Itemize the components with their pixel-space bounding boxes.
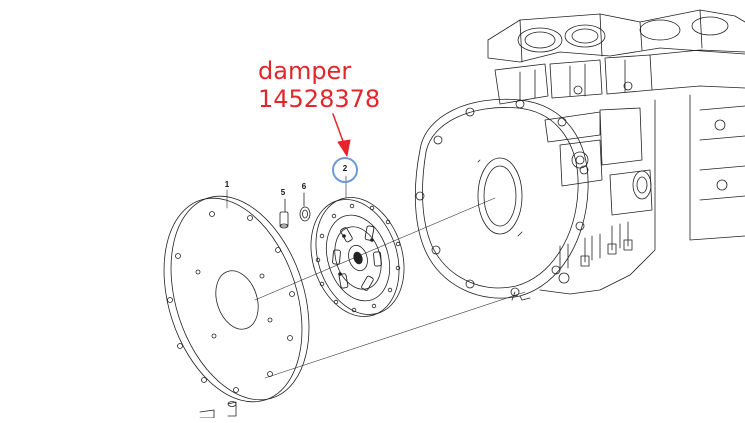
washer bbox=[299, 192, 311, 222]
flywheel-housing bbox=[414, 98, 589, 301]
flywheel-bolt-holes bbox=[167, 211, 295, 393]
engine-block bbox=[487, 9, 745, 295]
annotation-part-number: 14528378 bbox=[258, 85, 381, 113]
damper-disc bbox=[310, 175, 405, 317]
callout-damper: 2 bbox=[342, 164, 348, 173]
callout-flywheel: 1 bbox=[224, 180, 230, 189]
callout-highlight-ring bbox=[332, 157, 358, 183]
callout-washer: 6 bbox=[301, 182, 307, 191]
annotation-part-name: damper bbox=[258, 57, 352, 85]
bolt bbox=[279, 198, 289, 229]
damper-rim-holes bbox=[315, 203, 401, 313]
callout-bolt: 5 bbox=[280, 188, 286, 197]
lower-bolts bbox=[199, 401, 237, 419]
flywheel bbox=[163, 189, 310, 403]
annotation-arrow bbox=[332, 113, 351, 157]
